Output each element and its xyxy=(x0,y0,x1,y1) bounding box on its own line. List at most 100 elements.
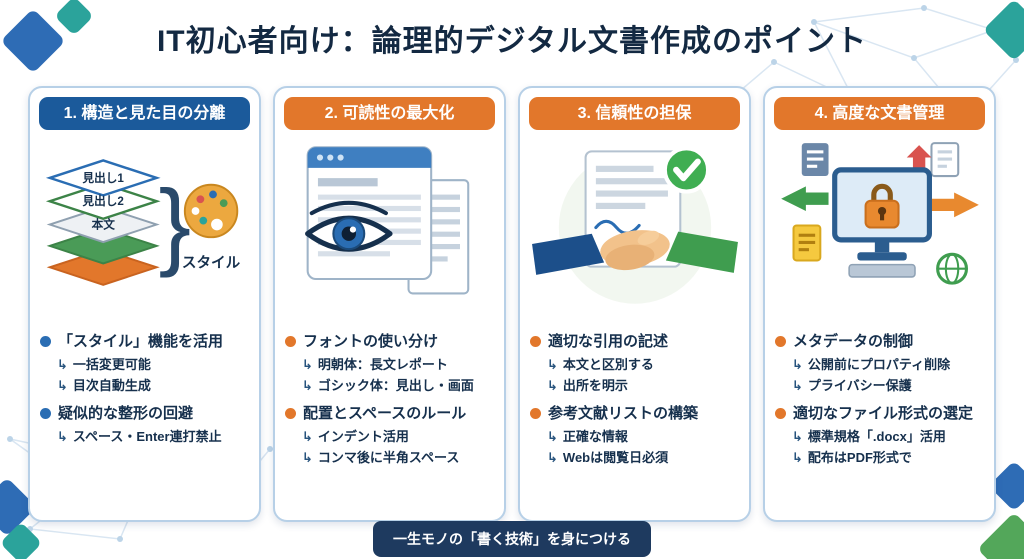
bullet-dot xyxy=(530,408,541,420)
layer1-label: 見出し1 xyxy=(81,170,124,184)
point-item: 適切な引用の記述 xyxy=(530,332,739,352)
sub-arrow-icon: ↳ xyxy=(302,428,313,444)
sub-label: 本文と区別する xyxy=(562,356,654,372)
bullet-dot xyxy=(775,336,786,348)
sub-label: スペース・Enter連打禁止 xyxy=(72,428,222,444)
card-4-header: 4. 高度な文書管理 xyxy=(774,97,985,131)
sub-arrow-icon: ↳ xyxy=(792,449,803,465)
card-document-management: 4. 高度な文書管理 xyxy=(763,86,996,522)
sub-item: ↳ 正確な情報 xyxy=(547,429,739,445)
style-caption: スタイル xyxy=(181,254,240,271)
sub-label: 標準規格「.docx」活用 xyxy=(807,428,946,444)
point-item: メタデータの制御 xyxy=(775,332,984,352)
card-3-content: 適切な引用の記述 ↳ 本文と区別する ↳ 出所を明示 参考文献リストの構築 ↳ … xyxy=(529,322,740,466)
sub-item: ↳ 公開前にプロパティ削除 xyxy=(792,357,984,373)
card-2-content: フォントの使い分け ↳ 明朝体：長文レポート ↳ ゴシック体：見出し・画面 配置… xyxy=(284,322,495,466)
sub-item: ↳ スペース・Enter連打禁止 xyxy=(57,429,249,445)
sub-item: ↳ 出所を明示 xyxy=(547,378,739,394)
handshake-icon xyxy=(531,229,738,275)
layer2-label: 見出し2 xyxy=(81,194,124,208)
sub-arrow-icon: ↳ xyxy=(57,377,68,393)
sub-arrow-icon: ↳ xyxy=(547,428,558,444)
sub-arrow-icon: ↳ xyxy=(302,356,313,372)
page-title: IT初心者向け：論理的デジタル文書作成のポイント xyxy=(156,25,868,58)
bullet-dot xyxy=(285,408,296,420)
point-item: 参考文献リストの構築 xyxy=(530,404,739,424)
point-label: 「スタイル」機能を活用 xyxy=(58,333,224,351)
card-reliability: 3. 信頼性の担保 xyxy=(518,86,751,522)
card-4-content: メタデータの制御 ↳ 公開前にプロパティ削除 ↳ プライバシー保護 適切なファイ… xyxy=(774,322,985,466)
card-readability: 2. 可読性の最大化 xyxy=(273,86,506,522)
point-label: 疑似的な整形の回避 xyxy=(58,405,194,423)
point-label: 適切な引用の記述 xyxy=(548,333,669,351)
eye-icon xyxy=(304,200,393,252)
sub-label: 正確な情報 xyxy=(562,428,628,444)
point-item: フォントの使い分け xyxy=(285,332,494,352)
globe-icon xyxy=(935,252,968,285)
sub-item: ↳ プライバシー保護 xyxy=(792,378,984,394)
point-item: 配置とスペースのルール xyxy=(285,404,494,424)
bullet-dot xyxy=(40,408,51,420)
sub-label: ゴシック体：見出し・画面 xyxy=(317,377,474,393)
sub-label: 出所を明示 xyxy=(562,377,628,393)
bullet-dot xyxy=(40,336,51,348)
file-icon-yellow xyxy=(792,224,821,262)
check-icon xyxy=(672,158,701,181)
card-structure-separation: 1. 構造と見た目の分離 見出し1 見出し2 本文 } xyxy=(28,86,261,522)
sub-arrow-icon: ↳ xyxy=(547,449,558,465)
sub-label: 公開前にプロパティ削除 xyxy=(807,356,951,372)
card-2-header: 2. 可読性の最大化 xyxy=(284,97,495,131)
layer3-label: 本文 xyxy=(91,217,115,231)
point-item: 適切なファイル形式の選定 xyxy=(775,404,984,424)
layer-stack-icon: 見出し1 見出し2 本文 xyxy=(45,158,161,286)
sub-label: インデント活用 xyxy=(317,428,409,444)
brace-icon: } xyxy=(158,169,190,278)
file-icon-blue xyxy=(801,142,829,176)
sub-label: 配布はPDF形式で xyxy=(807,449,912,465)
red-arrow-icon xyxy=(906,144,931,170)
sub-item: ↳ 本文と区別する xyxy=(547,357,739,373)
point-label: 適切なファイル形式の選定 xyxy=(793,405,974,423)
sub-label: 一括変更可能 xyxy=(72,356,151,372)
point-item: 疑似的な整形の回避 xyxy=(40,404,249,424)
sub-item: ↳ 明朝体：長文レポート xyxy=(302,357,494,373)
handshake-illustration xyxy=(529,130,740,322)
sub-arrow-icon: ↳ xyxy=(302,449,313,465)
sub-item: ↳ 標準規格「.docx」活用 xyxy=(792,429,984,445)
sub-arrow-icon: ↳ xyxy=(792,377,803,393)
footer-banner: 一生モノの「書く技術」を身につける xyxy=(373,521,651,557)
sub-item: ↳ 目次自動生成 xyxy=(57,378,249,394)
secure-monitor-illustration xyxy=(774,130,985,322)
sub-arrow-icon: ↳ xyxy=(792,428,803,444)
bullet-dot xyxy=(775,408,786,420)
sub-arrow-icon: ↳ xyxy=(792,356,803,372)
sub-label: 目次自動生成 xyxy=(72,377,151,393)
sub-label: プライバシー保護 xyxy=(807,377,912,393)
readability-svg xyxy=(304,145,469,295)
sub-item: ↳ インデント活用 xyxy=(302,429,494,445)
green-arrow-icon xyxy=(780,186,829,211)
padlock-icon xyxy=(864,183,900,229)
cards-row: 1. 構造と見た目の分離 見出し1 見出し2 本文 } xyxy=(28,86,996,522)
point-label: 配置とスペースのルール xyxy=(303,405,467,423)
bullet-dot xyxy=(285,336,296,348)
palette-icon xyxy=(183,183,238,238)
secure-monitor-svg xyxy=(780,141,979,285)
sub-arrow-icon: ↳ xyxy=(57,428,68,444)
point-label: メタデータの制御 xyxy=(793,333,914,351)
sub-item: ↳ Webは閲覧日必須 xyxy=(547,450,739,466)
sub-label: 明朝体：長文レポート xyxy=(317,356,448,372)
sub-label: コンマ後に半角スペース xyxy=(317,449,460,465)
sub-label: Webは閲覧日必須 xyxy=(562,449,669,465)
keyboard-icon xyxy=(847,263,916,278)
card-1-header: 1. 構造と見た目の分離 xyxy=(39,97,250,131)
handshake-svg xyxy=(531,145,738,304)
sub-item: ↳ コンマ後に半角スペース xyxy=(302,450,494,466)
style-layers-illustration: 見出し1 見出し2 本文 } スタイル xyxy=(39,130,250,322)
readability-illustration xyxy=(284,130,495,322)
browser-window-icon xyxy=(306,145,432,280)
orange-arrow-icon xyxy=(930,192,979,217)
point-label: 参考文献リストの構築 xyxy=(548,405,699,423)
sub-arrow-icon: ↳ xyxy=(302,377,313,393)
sub-arrow-icon: ↳ xyxy=(547,356,558,372)
